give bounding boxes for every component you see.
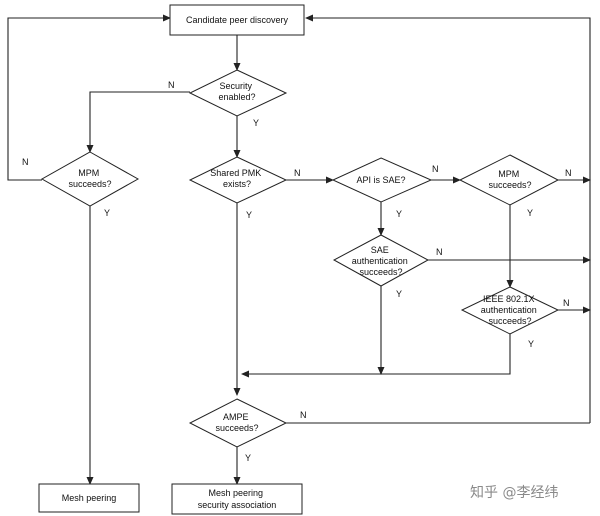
api-is-sae-decision: API is SAE? <box>331 157 433 203</box>
edge-label-ampe-no: N <box>300 410 307 420</box>
ampe-label: AMPE succeeds? <box>215 412 258 433</box>
shared-pmk-decision: Shared PMK exists? <box>188 156 288 204</box>
watermark-text: 知乎 @李经纬 <box>470 484 558 501</box>
edge-label-mpm-left-no: N <box>22 157 29 167</box>
ieee-8021x-authentication-label: IEEE 802.1X authentication succeeds? <box>481 294 540 326</box>
sae-authentication-label: SAE authentication succeeds? <box>352 245 411 277</box>
edge-label-api-sae-yes: Y <box>396 209 402 219</box>
edge-label-shared-pmk-no: N <box>294 168 301 178</box>
mesh-peering-security-association-label: Mesh peering security association <box>198 488 277 510</box>
candidate-peer-discovery-label: Candidate peer discovery <box>186 15 289 25</box>
mpm-right-decision: MPM succeeds? <box>458 154 560 206</box>
connectors <box>7 14 591 485</box>
ampe-decision: AMPE succeeds? <box>188 398 288 448</box>
edge-labels: N Y N Y N Y N Y N Y N Y N Y N Y <box>22 80 572 463</box>
edge-label-api-sae-no: N <box>432 164 439 174</box>
mpm-left-label: MPM succeeds? <box>68 168 111 189</box>
ieee-8021x-authentication-decision: IEEE 802.1X authentication succeeds? <box>460 286 560 335</box>
edge-label-mpm-right-no: N <box>565 168 572 178</box>
mesh-peering-security-association-box: Mesh peering security association <box>171 483 303 515</box>
edge-label-security-no: N <box>168 80 175 90</box>
edge-label-security-yes: Y <box>253 118 259 128</box>
candidate-peer-discovery-box: Candidate peer discovery <box>169 4 305 36</box>
edge-label-ieee-yes: Y <box>528 339 534 349</box>
edge-label-sae-yes: Y <box>396 289 402 299</box>
edge-label-mpm-right-yes: Y <box>527 208 533 218</box>
security-enabled-decision: Security enabled? <box>188 69 288 117</box>
api-is-sae-label: API is SAE? <box>356 175 405 185</box>
mesh-peering-box: Mesh peering <box>38 483 140 513</box>
edge-label-ampe-yes: Y <box>245 453 251 463</box>
edge-label-mpm-left-yes: Y <box>104 208 110 218</box>
sae-authentication-decision: SAE authentication succeeds? <box>332 234 430 287</box>
shared-pmk-label: Shared PMK exists? <box>210 168 264 189</box>
mpm-right-label: MPM succeeds? <box>488 169 531 190</box>
edge-label-shared-pmk-yes: Y <box>246 210 252 220</box>
mpm-left-decision: MPM succeeds? <box>40 151 140 207</box>
security-enabled-label: Security enabled? <box>218 81 255 102</box>
mesh-peering-label: Mesh peering <box>62 493 117 503</box>
edge-label-sae-no: N <box>436 247 443 257</box>
edge-label-ieee-no: N <box>563 298 570 308</box>
